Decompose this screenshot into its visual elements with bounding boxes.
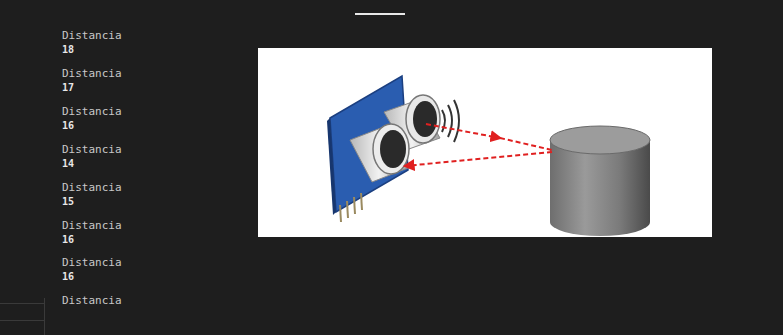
- distance-value: 16: [62, 233, 74, 246]
- distance-value: 16: [62, 119, 74, 132]
- top-mark: [355, 13, 405, 15]
- output-label: Distancia: [62, 105, 122, 118]
- output-label: Distancia: [62, 67, 122, 80]
- output-label: Distancia: [62, 294, 122, 307]
- ultrasonic-sensor: [327, 76, 440, 222]
- output-label: Distancia: [62, 219, 122, 232]
- output-label: Distancia: [62, 181, 122, 194]
- output-label: Distancia: [62, 143, 122, 156]
- output-label: Distancia: [62, 29, 122, 42]
- echo-rays: [405, 124, 552, 166]
- sound-waves: [442, 100, 459, 142]
- distance-value: 17: [62, 81, 74, 94]
- distance-value: 15: [62, 195, 74, 208]
- gutter: [0, 298, 45, 335]
- distance-value: 16: [62, 270, 74, 283]
- target-cylinder: [550, 126, 650, 236]
- illustration-panel: [258, 48, 712, 237]
- distance-value: 18: [62, 43, 74, 56]
- output-label: Distancia: [62, 256, 122, 269]
- distance-value: 14: [62, 157, 74, 170]
